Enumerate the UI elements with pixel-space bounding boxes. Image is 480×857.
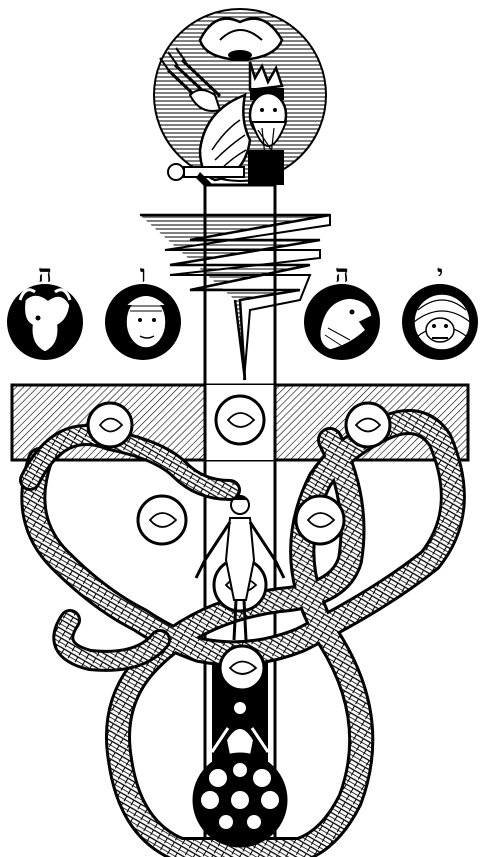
adam-figure bbox=[194, 495, 286, 641]
medallion-eagle bbox=[304, 284, 380, 360]
lower-figure bbox=[210, 700, 270, 761]
lightning-flash bbox=[140, 213, 331, 381]
lotus-crown bbox=[198, 17, 284, 62]
king-figure bbox=[248, 61, 288, 185]
bottom-disc bbox=[192, 752, 288, 848]
hebrew-letter-he-1: ה bbox=[38, 259, 52, 288]
hebrew-letter-he-2: ה bbox=[335, 259, 349, 288]
arrows-bundle bbox=[159, 47, 222, 112]
hebrew-letter-vav: ו bbox=[139, 259, 147, 288]
medallion-bull bbox=[7, 284, 83, 360]
hebrew-letter-yod: י bbox=[436, 259, 444, 288]
medallion-lion bbox=[402, 284, 478, 360]
sun-halo bbox=[153, 8, 327, 182]
sephiroth bbox=[86, 394, 392, 692]
medallion-man bbox=[105, 284, 181, 360]
